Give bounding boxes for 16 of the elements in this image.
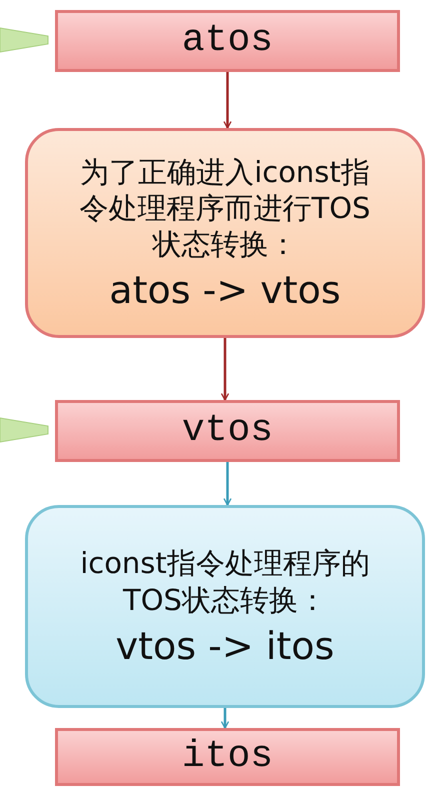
state-box [55,728,400,786]
description-text: 为了正确进入iconst指令处理程序而进行TOS状态转换： [78,154,372,262]
state-box [55,10,400,72]
state-label: itos [182,738,274,776]
process-box [25,505,425,708]
transition-label: vtos -> itos [116,624,334,668]
transition-label: atos -> vtos [109,268,341,312]
process-box [25,128,425,338]
arrow [223,462,232,506]
arrow [220,338,230,401]
arrow [220,708,230,729]
state-box [55,400,400,462]
state-label: vtos [182,412,274,450]
arrow [223,72,232,129]
description-text: iconst指令处理程序的TOS状态转换： [80,545,370,618]
state-label: atos [182,22,274,60]
